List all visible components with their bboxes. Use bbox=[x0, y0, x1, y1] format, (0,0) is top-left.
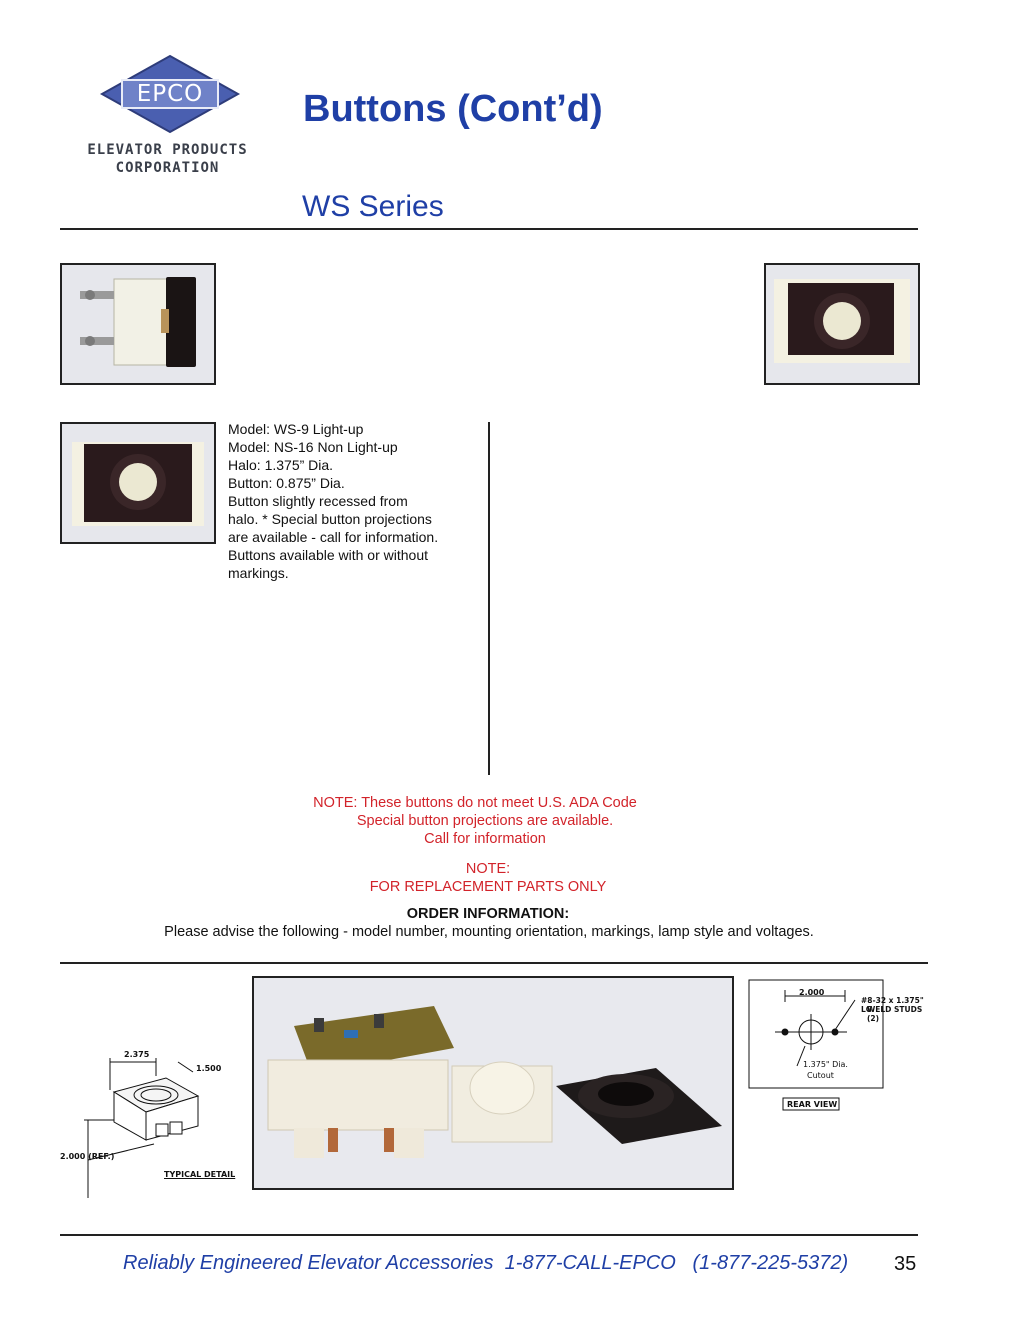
dim-height-label: 2.000 (REF.) bbox=[60, 1152, 115, 1161]
dim-depth-label: 1.500 bbox=[196, 1064, 222, 1073]
spec-line: Model: NS-16 Non Light-up bbox=[228, 439, 398, 455]
isometric-button-icon bbox=[84, 1058, 200, 1198]
cutout-label-line2: Cutout bbox=[807, 1071, 834, 1080]
studs-label-line1: #8-32 x 1.375" LG bbox=[861, 996, 924, 1014]
rear-view-outline-icon bbox=[748, 979, 884, 1111]
button-side-photo bbox=[60, 263, 216, 385]
button-front-photo bbox=[60, 422, 216, 544]
typical-detail-caption: TYPICAL DETAIL bbox=[164, 1170, 236, 1179]
spec-line: Halo: 1.375” Dia. bbox=[228, 457, 334, 473]
dim-spacing-label: 2.000 bbox=[799, 988, 825, 997]
column-divider bbox=[488, 422, 490, 775]
spec-line: Button: 0.875” Dia. bbox=[228, 475, 345, 491]
replacement-note-line2: FOR REPLACEMENT PARTS ONLY bbox=[369, 879, 607, 895]
studs-label-line2: WELD STUDS (2) bbox=[867, 1005, 923, 1023]
order-text: Please advise the following - model numb… bbox=[164, 924, 814, 940]
logo-diamond-icon bbox=[99, 54, 241, 134]
ada-note-line3: Call for information bbox=[424, 831, 546, 847]
footer-tagline: Reliably Engineered Elevator Accessories… bbox=[123, 1252, 849, 1274]
rear-view-caption: REAR VIEW bbox=[787, 1100, 838, 1109]
company-logo: EPCO ELEVATOR PRODUCTS CORPORATION bbox=[60, 52, 275, 180]
ada-note-line1: NOTE: These buttons do not meet U.S. ADA… bbox=[313, 795, 637, 811]
logo-line2: CORPORATION bbox=[115, 160, 220, 176]
order-heading: ORDER INFORMATION: bbox=[406, 906, 570, 922]
spec-line: Model: WS-9 Light-up bbox=[228, 421, 364, 437]
dim-width-label: 2.375 bbox=[124, 1050, 150, 1059]
logo-line1: ELEVATOR PRODUCTS bbox=[87, 142, 248, 158]
page-title: Buttons (Cont’d) bbox=[303, 88, 603, 130]
spec-list: Model: WS-9 Light-up Model: NS-16 Non Li… bbox=[228, 420, 478, 582]
spec-line: markings. bbox=[228, 565, 289, 581]
replacement-note-line1: NOTE: bbox=[465, 861, 511, 877]
logo-badge-text: EPCO bbox=[136, 81, 204, 107]
ada-note-line2: Special button projections are available… bbox=[356, 813, 614, 829]
header-divider bbox=[60, 228, 918, 230]
assembly-photo bbox=[252, 976, 734, 1190]
typical-detail-drawing: 2.375 1.500 2.000 (REF.) TYPICAL DETAIL bbox=[58, 1040, 248, 1200]
spec-line: are available - call for information. bbox=[228, 529, 439, 545]
button-rear-photo bbox=[764, 263, 920, 385]
cutout-label-line1: 1.375" Dia. bbox=[803, 1060, 848, 1069]
section-subtitle: WS Series bbox=[302, 190, 444, 223]
drawings-divider bbox=[60, 962, 928, 964]
spec-line: Button slightly recessed from bbox=[228, 493, 408, 509]
spec-line: Buttons available with or without bbox=[228, 547, 428, 563]
footer-divider bbox=[60, 1234, 918, 1236]
page-number: 35 bbox=[894, 1253, 917, 1275]
spec-line: halo. * Special button projections bbox=[228, 511, 432, 527]
rear-view-drawing: 2.000 #8-32 x 1.375" LG WELD STUDS (2) 1… bbox=[745, 976, 935, 1116]
